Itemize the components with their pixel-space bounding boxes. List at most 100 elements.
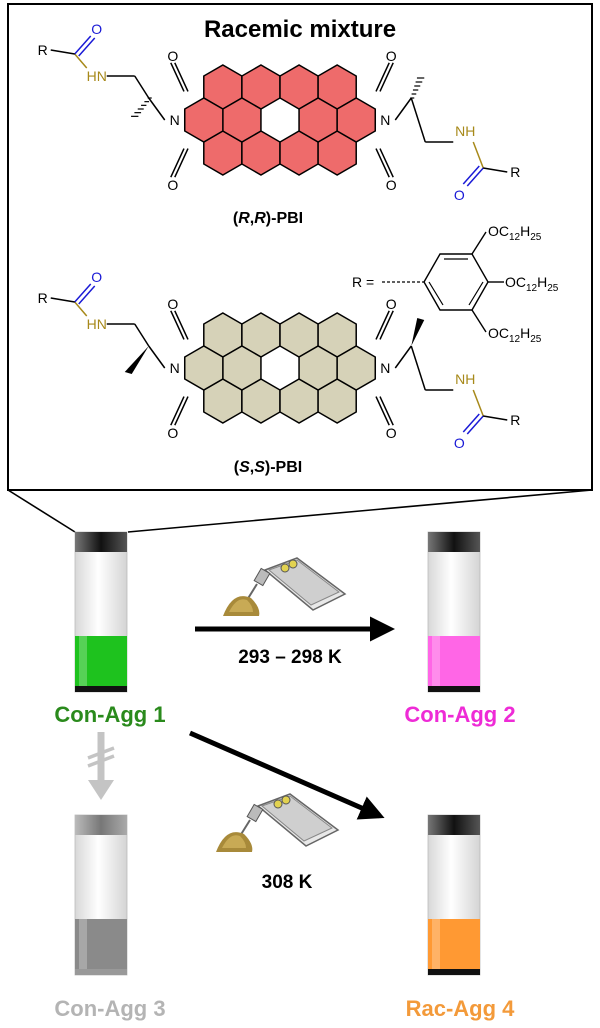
solid-wedge [411,318,425,346]
oxygen-atom: O [386,296,397,312]
temperature-label-2: 308 K [262,872,313,893]
amide-oxygen: O [91,21,102,37]
chain-bond [410,345,426,391]
amide-carbonyl [74,283,92,303]
chain-bond [483,167,508,173]
powder-pile [222,835,246,848]
carbonyl-bond [174,62,189,92]
amide-carbonyl [78,37,96,57]
r-group: R [38,42,48,58]
carbonyl-bond [379,62,394,92]
carbonyl-bond [379,148,394,178]
vial-base [75,969,127,975]
carbonyl-bond [375,396,390,426]
vial-cap [75,815,127,835]
solid-addition-tool-icon [216,793,340,852]
amide-carbonyl [462,165,480,185]
nitrogen-atom: N [170,360,180,376]
carbonyl-bond [379,310,394,340]
amide-bond [472,141,484,169]
amide-oxygen: O [454,187,465,203]
amide-oxygen: O [454,435,465,451]
carbonyl-bond [174,396,189,426]
blocked-arrow-to-con-agg-3 [87,732,115,800]
ss-pbi-label: (S,S)-PBI [234,459,302,476]
carbonyl-bond [170,148,185,178]
pbi-ring [336,97,377,143]
carbonyl-bond [174,310,189,340]
oxygen-atom: O [167,296,178,312]
vial-base [428,969,480,975]
oxygen-atom: O [386,177,397,193]
amide-nh-label: NH [455,371,475,387]
chain-bond [134,75,150,99]
tool-button [288,559,298,569]
nitrogen-atom: N [380,112,390,128]
pbi-ring [183,345,224,391]
vial-base [75,686,127,692]
vial-cap [75,532,127,552]
chain-bond [394,97,412,121]
vial-highlight [432,636,440,688]
amide-nh-label: HN [87,316,107,332]
vial-con-agg-2 [427,531,481,693]
nitrogen-atom: N [380,360,390,376]
amide-nh-label: HN [87,68,107,84]
rr-pbi-label: (R,R)-PBI [233,210,303,227]
chain-bond [410,97,426,143]
amide-carbonyl [466,415,484,435]
r-substituent-bottom: OC12H25 [488,325,542,345]
solid-wedge [124,346,149,374]
r-equals-label: R = [352,274,374,290]
oxygen-atom: O [167,177,178,193]
amide-carbonyl [466,167,484,187]
carbonyl-bond [375,310,390,340]
rac-agg-4-label: Rac-Agg 4 [406,996,516,1021]
arrow-to-rac-agg-4 [188,730,385,820]
tool-nozzle [253,567,271,587]
chain-bond [148,97,166,121]
tool-button [273,799,283,809]
carbonyl-bond [375,148,390,178]
oxygen-atom: O [167,48,178,64]
amide-carbonyl [462,413,480,433]
carbonyl-bond [170,62,185,92]
carbonyl-bond [170,310,185,340]
amide-carbonyl [74,35,92,55]
pbi-ring [183,97,224,143]
chain-bond [50,49,75,55]
vial-cap [428,532,480,552]
solid-addition-tool-icon [223,557,347,616]
oxygen-atom: O [167,425,178,441]
r-substituent-middle: OC12H25 [505,274,559,294]
vial-liquid [75,919,127,971]
vial-highlight [432,919,440,971]
tool-button [280,563,290,573]
carbonyl-bond [170,396,185,426]
r-substituent-top: OC12H25 [488,223,542,243]
chain-bond [50,297,75,303]
con-agg-2-label: Con-Agg 2 [404,702,515,727]
chain-bond [134,323,150,347]
powder-pile [229,599,253,612]
vial-con-agg-3 [74,814,128,976]
r-group-definition: R = OC12H25 OC12H25 OC12H25 [352,223,559,345]
temperature-label-1: 293 – 298 K [238,647,342,668]
vial-liquid [428,919,480,971]
amide-bond [74,301,88,317]
r-group: R [510,164,520,180]
carbonyl-bond [379,396,394,426]
vial-liquid [75,636,127,688]
vial-base [428,686,480,692]
amide-nh-label: NH [455,123,475,139]
chain-bond [394,345,412,369]
amide-carbonyl [78,285,96,305]
carbonyl-bond [174,148,189,178]
tool-button [281,795,291,805]
zoom-line-right [127,489,593,533]
zoom-line-left [7,489,76,533]
con-agg-1-label: Con-Agg 1 [54,702,165,727]
chain-bond [483,415,508,421]
